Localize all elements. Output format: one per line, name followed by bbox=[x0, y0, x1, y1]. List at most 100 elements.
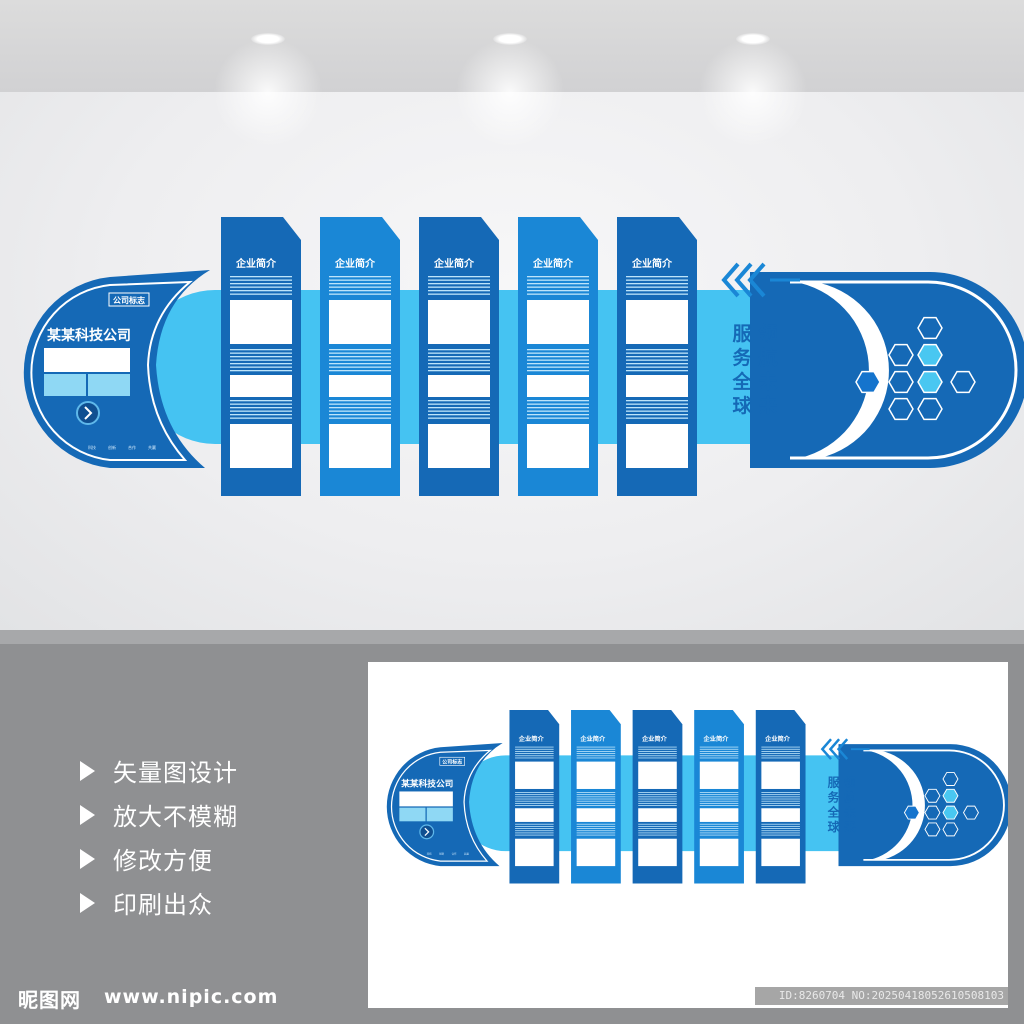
text-line bbox=[527, 290, 589, 292]
site-url[interactable]: www.nipic.com bbox=[104, 986, 279, 1008]
text-line bbox=[527, 410, 589, 412]
text-line bbox=[230, 283, 292, 285]
bottom-tag: 合作 bbox=[452, 851, 457, 855]
feature-text: 放大不模糊 bbox=[113, 803, 238, 831]
text-line bbox=[626, 293, 688, 295]
hexagon-icon bbox=[924, 822, 941, 837]
text-line bbox=[576, 755, 616, 757]
text-line bbox=[576, 792, 616, 793]
slogan-char: 全 bbox=[827, 805, 840, 819]
panel-title: 企业简介 bbox=[579, 735, 606, 743]
text-line bbox=[761, 800, 800, 802]
text-line bbox=[515, 794, 554, 796]
text-line bbox=[626, 283, 688, 285]
chevron-left-icon bbox=[828, 738, 841, 760]
text-line bbox=[626, 363, 688, 365]
hexagon-icon bbox=[917, 316, 943, 340]
text-line bbox=[626, 370, 688, 372]
text-line bbox=[428, 276, 490, 278]
text-line bbox=[638, 800, 677, 802]
bottom-tag: 共赢 bbox=[148, 444, 156, 450]
panel-title: 企业简介 bbox=[334, 257, 376, 270]
text-line bbox=[230, 366, 292, 368]
slogan-char: 服 bbox=[828, 775, 840, 789]
panel-title: 企业简介 bbox=[518, 735, 545, 743]
text-line bbox=[230, 359, 292, 361]
image-slot bbox=[515, 808, 554, 822]
text-line bbox=[527, 403, 589, 405]
image-slot bbox=[699, 761, 739, 789]
text-line bbox=[761, 823, 800, 825]
slogan-char: 来 bbox=[758, 395, 777, 417]
text-line bbox=[230, 370, 292, 372]
text-line bbox=[638, 794, 677, 796]
text-line bbox=[329, 349, 391, 351]
text-line bbox=[329, 276, 391, 278]
image-slot bbox=[329, 300, 391, 344]
panel-title: 企业简介 bbox=[235, 257, 277, 270]
logo-box bbox=[108, 292, 150, 307]
text-line bbox=[329, 407, 391, 409]
text-line bbox=[515, 823, 554, 825]
chevron-right-icon bbox=[419, 824, 435, 840]
text-line bbox=[576, 794, 616, 796]
chevron-right-icon-mark bbox=[84, 406, 93, 420]
bottom-tag: 共赢 bbox=[464, 851, 469, 855]
text-line bbox=[699, 798, 739, 800]
text-line bbox=[626, 403, 688, 405]
text-line bbox=[329, 370, 391, 372]
image-slot bbox=[230, 300, 292, 344]
hexagon-icon bbox=[888, 370, 914, 394]
image-slot bbox=[638, 761, 677, 789]
text-line bbox=[761, 798, 800, 800]
image-slot bbox=[230, 424, 292, 468]
panel: 企业简介 bbox=[755, 709, 806, 884]
text-line bbox=[576, 748, 616, 750]
text-line bbox=[527, 400, 589, 402]
feature-item: 放大不模糊 bbox=[80, 797, 238, 832]
text-line bbox=[626, 407, 688, 409]
culture-wall-preview: 公司标志某某科技公司科技创新合作共赢企业简介企业简介企业简介企业简介企业简介服务… bbox=[386, 709, 1008, 884]
bottom-tag: 科技 bbox=[88, 444, 96, 450]
text-line bbox=[761, 825, 800, 827]
text-line bbox=[428, 359, 490, 361]
image-slot bbox=[576, 761, 616, 789]
text-line bbox=[699, 834, 739, 836]
text-line bbox=[626, 352, 688, 354]
name-plate bbox=[399, 791, 453, 807]
text-line bbox=[638, 751, 677, 752]
slogan-char: 未 bbox=[843, 805, 856, 819]
blue-tile bbox=[399, 807, 426, 822]
image-slot bbox=[515, 761, 554, 789]
image-slot bbox=[515, 838, 554, 867]
text-line bbox=[699, 805, 739, 806]
slogan-char: 未 bbox=[757, 370, 777, 393]
chevron-left-icon bbox=[836, 738, 849, 760]
panel-title: 企业简介 bbox=[703, 735, 730, 743]
text-line bbox=[626, 400, 688, 402]
text-line bbox=[638, 823, 677, 825]
panel-title: 企业简介 bbox=[532, 257, 574, 270]
name-plate bbox=[44, 348, 130, 372]
panel: 企业简介 bbox=[509, 709, 560, 884]
image-slot bbox=[638, 808, 677, 822]
text-line bbox=[428, 352, 490, 354]
image-slot bbox=[761, 808, 800, 822]
hexagon-icon bbox=[888, 397, 914, 421]
feature-text: 矢量图设计 bbox=[113, 759, 238, 787]
text-line bbox=[230, 279, 292, 281]
chevron-left-icon bbox=[734, 262, 753, 298]
text-line bbox=[527, 414, 589, 416]
text-line bbox=[230, 407, 292, 409]
wall-group: 公司标志某某科技公司科技创新合作共赢企业简介企业简介企业简介企业简介企业简介服务… bbox=[23, 217, 1024, 496]
text-line bbox=[576, 800, 616, 802]
text-line bbox=[527, 283, 589, 285]
text-line bbox=[626, 286, 688, 288]
text-line bbox=[329, 356, 391, 358]
text-line bbox=[515, 825, 554, 827]
text-line bbox=[329, 417, 391, 419]
bottom-tag: 创新 bbox=[439, 851, 444, 855]
text-line bbox=[699, 746, 739, 748]
chevron-left-icon bbox=[820, 738, 832, 760]
text-line bbox=[576, 796, 616, 798]
